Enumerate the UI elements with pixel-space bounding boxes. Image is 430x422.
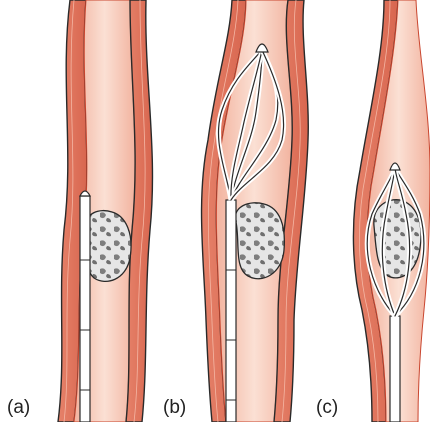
catheter-tube	[226, 200, 236, 422]
panel-a	[58, 0, 152, 422]
panel-label-a: (a)	[7, 398, 30, 417]
panel-label-b: (b)	[163, 398, 186, 417]
ureteral-stone	[235, 203, 284, 279]
panel-c	[353, 0, 430, 422]
panel-label-c: (c)	[316, 398, 338, 417]
panel-b	[202, 0, 309, 422]
catheter-tube	[80, 191, 90, 422]
catheter-tube	[390, 316, 400, 422]
ureteral-stone	[86, 211, 131, 282]
